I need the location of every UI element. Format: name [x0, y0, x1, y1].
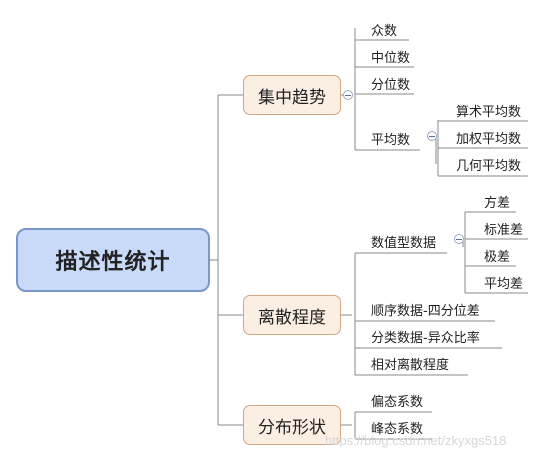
collapse-toggle-central[interactable]	[343, 90, 353, 100]
leaf-relative-dispersion[interactable]: 相对离散程度	[371, 358, 450, 373]
leaf-skewness[interactable]: 偏态系数	[371, 395, 424, 410]
node-mean[interactable]: 平均数	[371, 133, 411, 148]
branch-dispersion[interactable]: 离散程度	[243, 295, 341, 335]
collapse-toggle-mean[interactable]	[427, 131, 437, 141]
leaf-mode[interactable]: 众数	[371, 24, 398, 39]
leaf-mean-deviation[interactable]: 平均差	[484, 277, 524, 292]
branch-central-tendency[interactable]: 集中趋势	[243, 75, 341, 115]
leaf-ordinal-data[interactable]: 顺序数据-四分位差	[371, 304, 480, 319]
leaf-categorical-data[interactable]: 分类数据-异众比率	[371, 331, 480, 346]
leaf-geometric-mean[interactable]: 几何平均数	[456, 159, 522, 174]
branch-distribution-shape[interactable]: 分布形状	[243, 405, 341, 445]
leaf-standard-deviation[interactable]: 标准差	[484, 223, 524, 238]
leaf-kurtosis[interactable]: 峰态系数	[371, 422, 424, 437]
leaf-quantile[interactable]: 分位数	[371, 78, 411, 93]
node-numeric-data[interactable]: 数值型数据	[371, 236, 437, 251]
leaf-median[interactable]: 中位数	[371, 51, 411, 66]
leaf-range[interactable]: 极差	[484, 250, 511, 265]
leaf-weighted-mean[interactable]: 加权平均数	[456, 132, 522, 147]
leaf-variance[interactable]: 方差	[484, 196, 511, 211]
collapse-toggle-numeric[interactable]	[454, 234, 464, 244]
watermark-text: https://blog.csdn.net/zkyxgs518	[325, 433, 507, 448]
root-node[interactable]: 描述性统计	[16, 228, 210, 292]
leaf-arithmetic-mean[interactable]: 算术平均数	[456, 105, 522, 120]
